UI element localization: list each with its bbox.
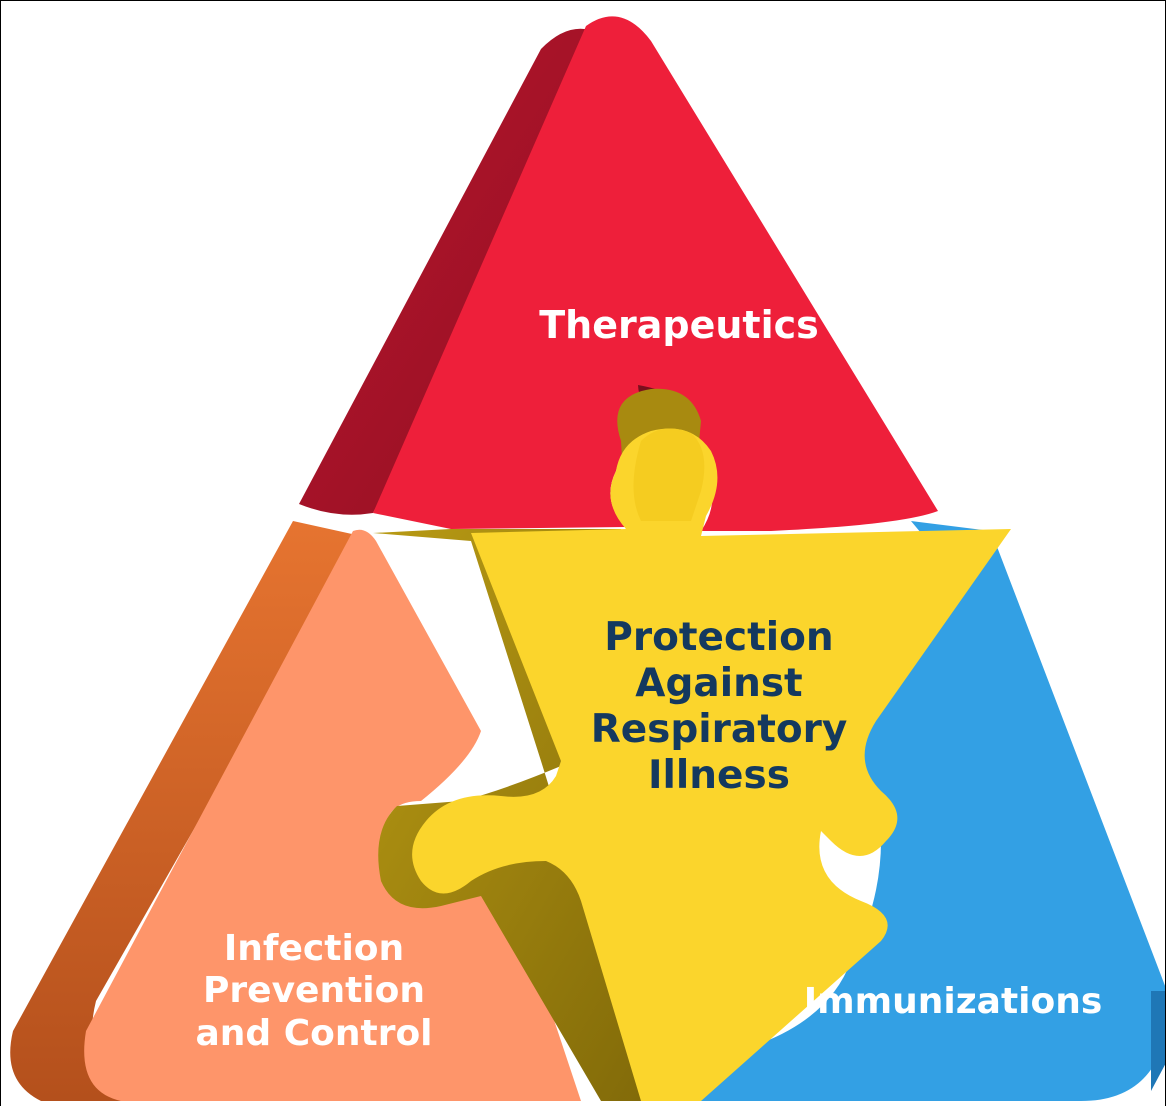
center-label-line-3: Respiratory: [590, 707, 848, 753]
infection-piece-side: [10, 521, 361, 1101]
infection-piece: [10, 521, 581, 1101]
center-label-line-1: Protection: [604, 615, 834, 660]
center-piece-face: [412, 428, 1012, 1101]
infection-label: Infection Prevention and Control: [195, 928, 432, 1055]
immunizations-label: Immunizations: [803, 981, 1103, 1022]
infection-label-line-3: and Control: [195, 1012, 433, 1054]
immunizations-piece: [661, 521, 1165, 1101]
center-label-line-2: Against: [635, 661, 803, 707]
therapeutics-label-line-1: Therapeutics: [539, 303, 819, 347]
center-piece: [373, 388, 1012, 1101]
infection-piece-face: [84, 529, 581, 1101]
infection-label-line-2: Prevention: [203, 970, 425, 1012]
infection-label-line-1: Infection: [223, 928, 405, 969]
therapeutics-piece-face: [373, 16, 938, 531]
therapeutics-label: Therapeutics: [539, 304, 819, 347]
center-label-line-4: Illness: [648, 753, 790, 799]
immunizations-piece-face: [661, 521, 1165, 1101]
therapeutics-piece: [299, 16, 938, 531]
immunizations-label-line-1: Immunizations: [803, 981, 1103, 1022]
center-label: Protection Against Respiratory Illness: [591, 615, 848, 799]
